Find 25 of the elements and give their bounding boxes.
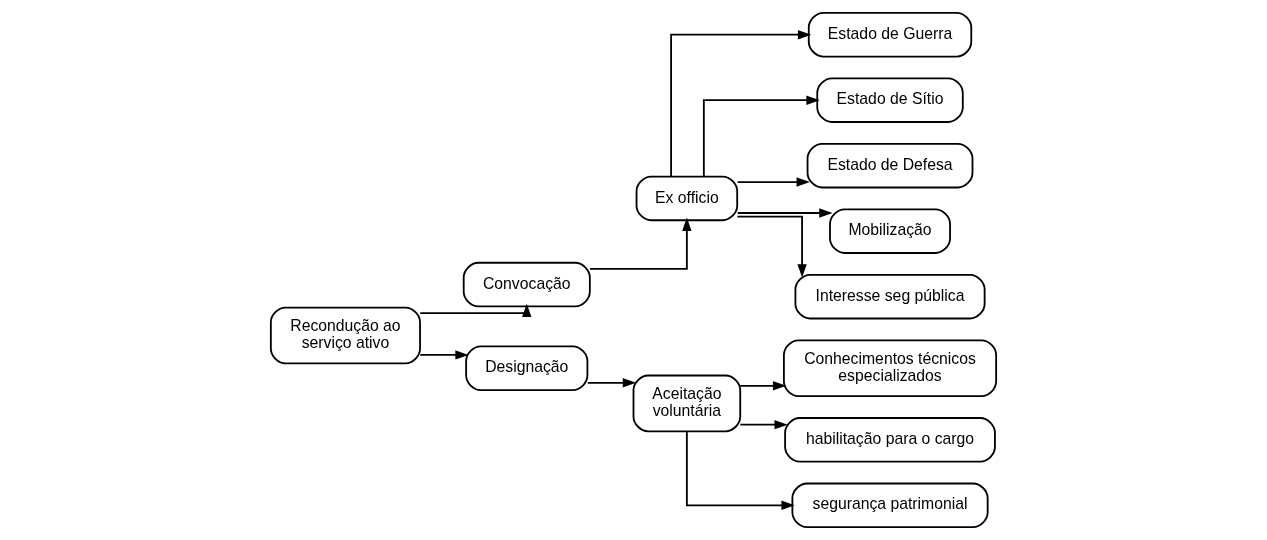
arrow [419,350,469,360]
node-box: Estado de Sítio [816,77,964,123]
arrow [739,381,787,391]
node-box: Mobilização [829,208,951,254]
node-box: Convocação [462,261,591,308]
arrow [685,430,795,510]
node-box: Estado de Guerra [807,11,973,58]
arrow [419,303,532,318]
node-box: Designação [465,345,589,391]
node-box: Aceitação voluntária [632,374,742,433]
node-box: Interesse seg pública [794,273,986,320]
arrow [670,30,812,178]
node-box: segurança patrimonial [791,482,989,529]
arrow [589,217,692,270]
node-box: Estado de Defesa [806,142,974,189]
arrow [736,215,807,278]
node-box: Recondução ao serviço ativo [269,306,421,365]
node-box: habilitação para o cargo [784,417,996,463]
node-box: Ex officio [635,175,739,222]
arrow [736,177,810,187]
arrow [739,419,788,430]
arrow [736,208,833,218]
arrow [586,378,637,388]
node-box: Conhecimentos técnicos especializados [783,339,998,398]
arrow [702,95,820,178]
